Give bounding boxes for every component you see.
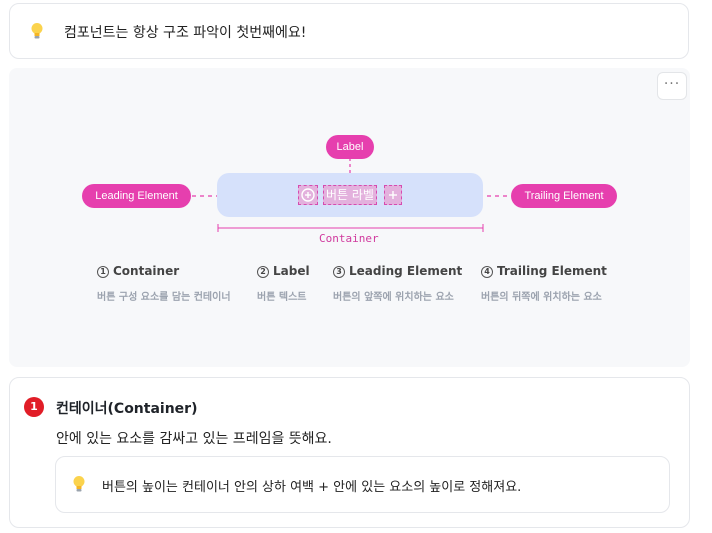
number-1-icon: 1 [97,266,109,278]
legend-desc-container: 버튼 구성 요소를 담는 컨테이너 [97,292,231,303]
label-pill: Label [326,135,374,159]
section-title: 컨테이너(Container) [56,401,198,417]
container-caption: Container [319,232,379,245]
trailing-element-box [384,185,402,205]
more-options-button[interactable]: ··· [657,72,687,100]
legend-desc-leading: 버튼의 앞쪽에 위치하는 요소 [333,292,454,303]
plus-circle-icon [301,188,315,202]
legend-desc-trailing: 버튼의 뒤쪽에 위치하는 요소 [481,292,602,303]
button-container: 버튼 라벨 [217,173,483,217]
anatomy-diagram: ··· 버튼 라벨 Label Lea [9,68,690,367]
trailing-element-pill: Trailing Element [511,184,617,208]
tip-callout: 버튼의 높이는 컨테이너 안의 상하 여백 + 안에 있는 요소의 높이로 정해… [55,456,670,513]
plus-icon [389,191,397,199]
leading-element-box [298,185,318,205]
callout-text: 컴포넌트는 항상 구조 파악이 첫번째에요! [64,25,307,41]
legend-desc-label: 버튼 텍스트 [257,292,307,303]
number-3-icon: 3 [333,266,345,278]
container-section: 1 컨테이너(Container) 안에 있는 요소를 감싸고 있는 프레임을 … [9,377,690,528]
diagram-connectors [192,158,509,232]
number-2-icon: 2 [257,266,269,278]
top-callout: 컴포넌트는 항상 구조 파악이 첫번째에요! [9,3,689,59]
number-4-icon: 4 [481,266,493,278]
section-description: 안에 있는 요소를 감싸고 있는 프레임을 뜻해요. [56,431,332,447]
leading-element-pill: Leading Element [82,184,191,208]
tip-text: 버튼의 높이는 컨테이너 안의 상하 여백 + 안에 있는 요소의 높이로 정해… [102,480,522,495]
lightbulb-icon [31,23,43,39]
label-box: 버튼 라벨 [323,185,377,205]
step-badge: 1 [24,397,44,417]
lightbulb-icon [73,476,85,492]
